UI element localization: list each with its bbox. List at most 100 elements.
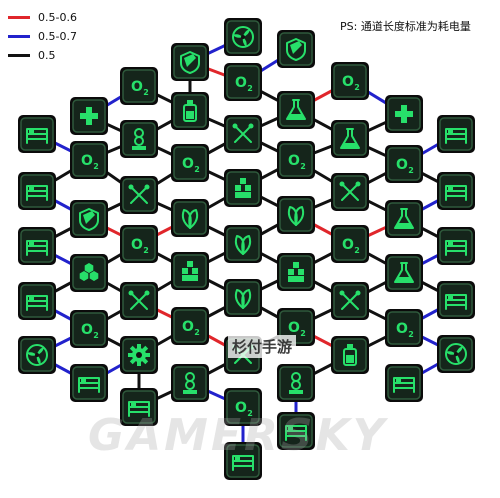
node-f5-bed-icon: [437, 172, 475, 210]
node-g4-flask-icon: [385, 200, 423, 238]
svg-text:O: O: [288, 153, 300, 169]
svg-text:O: O: [131, 237, 143, 253]
node-m2-stack-icon: [171, 364, 209, 402]
svg-text:2: 2: [143, 88, 149, 97]
svg-text:O: O: [131, 79, 143, 95]
svg-text:2: 2: [93, 331, 99, 340]
node-f1-bed-icon: [18, 172, 56, 210]
legend-row-red: 0.5-0.6: [8, 8, 77, 27]
power-note: PS: 通道长度标准为耗电量: [340, 20, 471, 33]
legend-label-black: 0.5: [38, 49, 56, 62]
node-o1-bed-icon: [224, 442, 262, 480]
svg-text:O: O: [81, 322, 93, 338]
legend-row-blue: 0.5-0.7: [8, 27, 77, 46]
node-d1-bed-icon: [18, 115, 56, 153]
node-c1-plus-icon: [70, 97, 108, 135]
legend-label-red: 0.5-0.6: [38, 11, 77, 24]
node-g1-shield-icon: [70, 200, 108, 238]
node-b2-shield-icon: [171, 43, 209, 81]
svg-text:O: O: [182, 319, 194, 335]
svg-text:O: O: [182, 156, 194, 172]
node-a2-shield-icon: [277, 30, 315, 68]
node-d4-flask-icon: [331, 120, 369, 158]
svg-text:2: 2: [354, 83, 360, 92]
node-g2-leaf-icon: [171, 199, 209, 237]
svg-text:O: O: [342, 237, 354, 253]
node-j5-bed-icon: [437, 281, 475, 319]
node-j1-bed-icon: [18, 282, 56, 320]
watermark-brand-en: GAMERSKY: [88, 410, 388, 461]
legend-swatch-red: [8, 16, 30, 19]
node-a1-fan-icon: [224, 18, 262, 56]
node-j4-cutlery-icon: [331, 282, 369, 320]
node-d3-cutlery-icon: [224, 115, 262, 153]
node-m4-bed-icon: [385, 364, 423, 402]
node-h1-bed-icon: [18, 227, 56, 265]
svg-text:2: 2: [300, 162, 306, 171]
svg-text:2: 2: [143, 246, 149, 255]
node-f4-cutlery-icon: [331, 173, 369, 211]
watermark-brand-cn: 杉付手游: [228, 335, 297, 358]
node-l2-gear-icon: [120, 336, 158, 374]
legend-row-black: 0.5: [8, 46, 77, 65]
node-j2-cutlery-icon: [120, 282, 158, 320]
node-d2-stack-icon: [120, 120, 158, 158]
node-c2-bottle-icon: [171, 92, 209, 130]
node-i3-boxes-icon: [277, 253, 315, 291]
svg-text:2: 2: [354, 246, 360, 255]
node-j3-leaf-icon: [224, 279, 262, 317]
svg-text:2: 2: [408, 330, 414, 339]
node-h5-bed-icon: [437, 227, 475, 265]
node-c3-flask-icon: [277, 91, 315, 129]
legend-swatch-black: [8, 54, 30, 57]
svg-text:2: 2: [247, 409, 253, 418]
svg-text:2: 2: [93, 162, 99, 171]
legend-swatch-blue: [8, 35, 30, 38]
svg-text:O: O: [396, 321, 408, 337]
svg-text:O: O: [396, 157, 408, 173]
node-i4-flask-icon: [385, 254, 423, 292]
node-d5-bed-icon: [437, 115, 475, 153]
svg-text:2: 2: [247, 84, 253, 93]
node-g3-leaf-icon: [277, 196, 315, 234]
node-h3-leaf-icon: [224, 225, 262, 263]
node-l1-fan-icon: [18, 336, 56, 374]
svg-text:2: 2: [408, 166, 414, 175]
svg-text:O: O: [288, 320, 300, 336]
node-i1-hex-icon: [70, 254, 108, 292]
node-m3-stack-icon: [277, 364, 315, 402]
node-l5-fan-icon: [437, 335, 475, 373]
node-n3-bed-icon: [277, 412, 315, 450]
svg-text:O: O: [342, 74, 354, 90]
node-f2-cutlery-icon: [120, 176, 158, 214]
svg-text:2: 2: [194, 165, 200, 174]
node-f3-boxes-icon: [224, 169, 262, 207]
svg-text:O: O: [81, 153, 93, 169]
node-c4-plus-icon: [385, 95, 423, 133]
legend: 0.5-0.6 0.5-0.7 0.5: [8, 8, 77, 65]
node-i2-boxes-icon: [171, 252, 209, 290]
legend-label-blue: 0.5-0.7: [38, 30, 77, 43]
node-n1-bed-icon: [120, 388, 158, 426]
svg-text:O: O: [235, 75, 247, 91]
svg-text:O: O: [235, 400, 247, 416]
svg-text:2: 2: [300, 329, 306, 338]
node-m1-bed-icon: [70, 364, 108, 402]
svg-text:2: 2: [194, 328, 200, 337]
node-l4-bottle-icon: [331, 336, 369, 374]
